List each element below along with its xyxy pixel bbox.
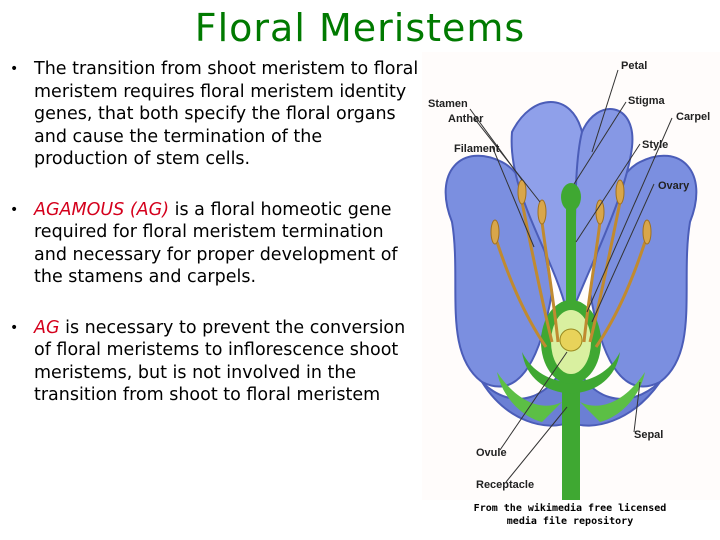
gene-name-highlight: AG (34, 317, 60, 338)
image-credit: From the wikimedia free licensed media f… (452, 502, 688, 528)
bullet-text: The transition from shoot meristem to fl… (34, 59, 419, 169)
label-stigma: Stigma (628, 95, 666, 107)
label-petal: Petal (621, 60, 647, 72)
leader-lines (469, 69, 673, 483)
label-sepal: Sepal (634, 429, 663, 441)
label-anther: Anther (448, 113, 484, 125)
label-ovule: Ovule (476, 447, 507, 459)
carpel (541, 183, 601, 384)
stem (497, 352, 645, 500)
credit-line-2: media file repository (506, 516, 634, 527)
label-stamen: Stamen (428, 98, 468, 110)
flower-diagram: Petal Stamen Stigma Anther Carpel Filame… (422, 52, 720, 500)
credit-line-1: From the wikimedia free licensed (473, 503, 667, 514)
bullet-list: • The transition from shoot meristem to … (8, 58, 420, 407)
stamens (495, 201, 647, 348)
bullet-text: is necessary to prevent the conversion o… (34, 317, 406, 406)
gene-name-highlight: AGAMOUS (AG) (34, 199, 170, 220)
label-carpel: Carpel (676, 111, 710, 123)
bullet-dot-icon: • (10, 61, 19, 77)
bullet-item-2: • AGAMOUS (AG) is a floral homeotic gene… (8, 199, 420, 289)
bullet-dot-icon: • (10, 201, 19, 218)
bullet-item-3: • AG is necessary to prevent the convers… (8, 317, 420, 407)
bullet-item-1: • The transition from shoot meristem to … (8, 58, 420, 171)
bullet-text: is a floral homeotic gene required for f… (34, 199, 398, 288)
slide-title: Floral Meristems (194, 6, 526, 50)
bullet-dot-icon: • (10, 319, 19, 336)
label-style: Style (642, 139, 668, 151)
label-filament: Filament (454, 143, 500, 155)
flower-illustration: Petal Stamen Stigma Anther Carpel Filame… (428, 60, 710, 500)
label-receptacle: Receptacle (476, 479, 534, 491)
label-ovary: Ovary (658, 180, 690, 192)
